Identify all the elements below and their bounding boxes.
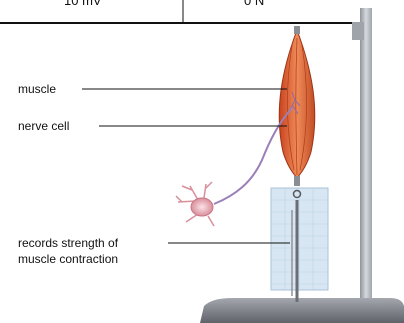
label-muscle: muscle [18, 82, 56, 96]
nerve-cell-body [191, 198, 213, 216]
stand-rod [360, 8, 372, 308]
muscle-top-clip [294, 26, 300, 34]
header-table [0, 0, 356, 23]
nerve-cell [176, 182, 214, 226]
stand-clamp [352, 22, 364, 40]
header-left-cell: 10 mV [64, 0, 102, 8]
label-records-line2: muscle contraction [18, 252, 118, 266]
muscle-tendon [294, 176, 300, 186]
recording-card [271, 188, 328, 290]
label-nerve-cell: nerve cell [18, 119, 69, 133]
header-right-cell: 0 N [244, 0, 264, 8]
muscle-shape [279, 30, 315, 178]
stand-base [200, 298, 404, 323]
label-records-line1: records strength of [18, 236, 118, 250]
